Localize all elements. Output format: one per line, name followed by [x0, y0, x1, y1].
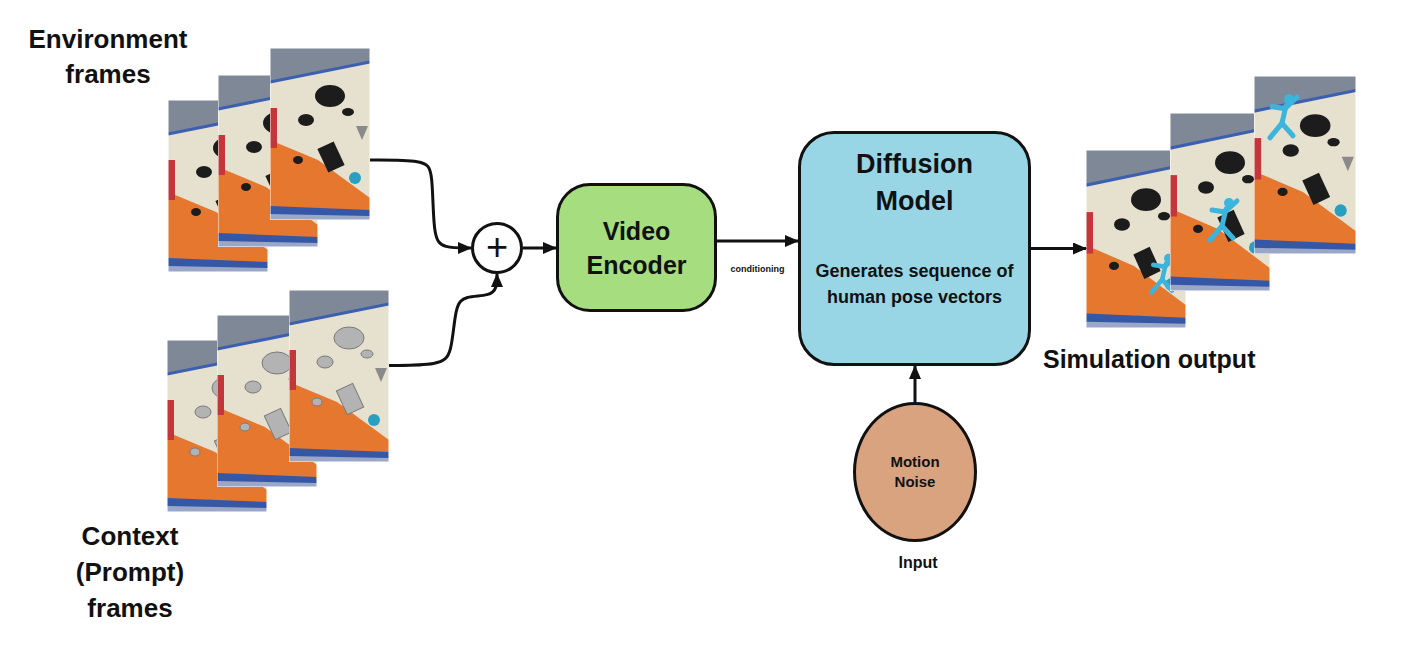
video-frame [1254, 76, 1356, 254]
flow-arrow [370, 160, 471, 248]
flow-arrow [523, 247, 556, 250]
box-description: Generates sequence of human pose vectors [812, 258, 1017, 310]
plus-sign: + [486, 228, 508, 266]
stack-label: Environment frames [13, 22, 203, 92]
edge-label: conditioning [728, 263, 788, 275]
frame-stack: Environment frames [168, 48, 370, 272]
input-label: Input [856, 553, 980, 573]
simulation-frame-stack [1086, 76, 1356, 328]
frame-stack: Context (Prompt) frames [167, 290, 389, 512]
sum-circle: + [471, 222, 523, 274]
pose-figure [1210, 198, 1237, 240]
box-title: Diffusion Model [840, 146, 990, 220]
flow-arrow [1031, 247, 1086, 250]
stack-label: Simulation output [1043, 343, 1255, 375]
frame-stack: Simulation output [1086, 76, 1356, 328]
box-title: Video Encoder [572, 214, 702, 282]
diffusion-box: Diffusion ModelGenerates sequence of hum… [798, 131, 1031, 366]
pose-figure [1270, 94, 1297, 138]
context-frame-stack [167, 290, 389, 512]
environment-frame-stack [168, 48, 370, 272]
flow-arrow [389, 274, 497, 365]
flow-arrow [717, 240, 798, 243]
ellipse-label: Motion Noise [875, 452, 955, 492]
stack-label: Context (Prompt) frames [50, 518, 210, 626]
video-frame [289, 290, 389, 462]
flow-arrow [914, 366, 917, 402]
encoder-box: Video Encoder [556, 183, 717, 312]
noise-ellipse: Motion NoiseInput [853, 402, 977, 542]
video-frame [270, 48, 370, 220]
